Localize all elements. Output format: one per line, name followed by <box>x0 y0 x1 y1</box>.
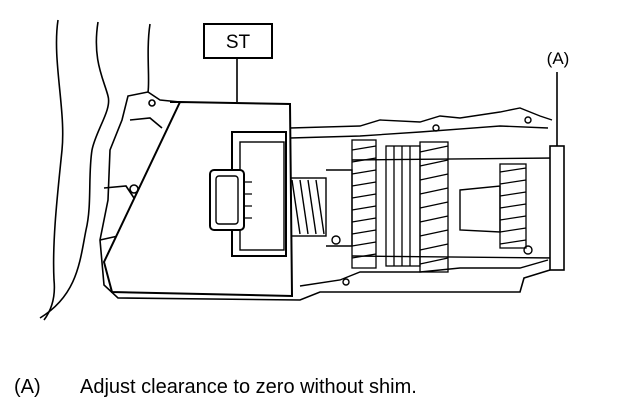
gear-third <box>499 163 527 249</box>
transmission-case <box>39 19 551 321</box>
gear-second <box>419 141 449 273</box>
tool-label: ST <box>226 32 251 53</box>
caption-marker: (A) <box>14 376 41 398</box>
gear-first <box>351 139 377 269</box>
case-bottom-rim <box>299 235 549 287</box>
side-plate-a <box>549 145 565 271</box>
caption-text: Adjust clearance to zero without shim. <box>80 376 417 398</box>
synchronizer <box>385 145 421 267</box>
special-tool-st <box>102 100 294 298</box>
tool-label-box <box>203 23 273 59</box>
caption: (A) Adjust clearance to zero without shi… <box>14 376 614 399</box>
case-top-rim <box>289 107 553 139</box>
callout-a-label: (A) <box>547 49 570 68</box>
